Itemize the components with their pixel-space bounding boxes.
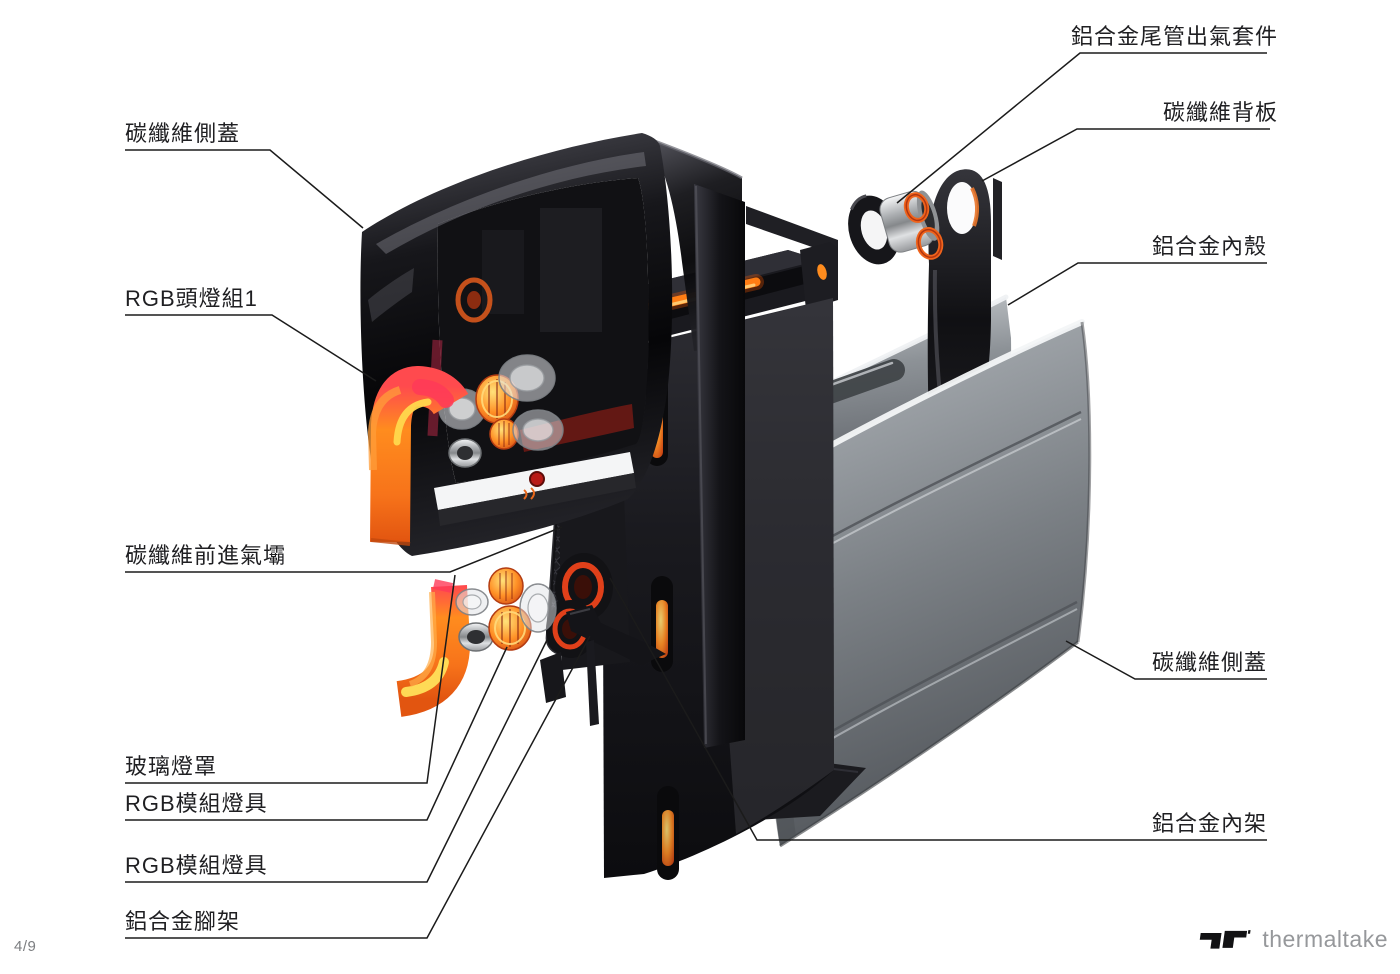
leader-front-intake-dam [125,526,563,573]
part-aluminum-kickstand [540,605,666,726]
label-rgb-module-light-2: RGB模組燈具 [125,853,268,878]
thermaltake-tt-icon [1200,930,1251,949]
leader-aluminum-kickstand [125,635,591,939]
label-aluminum-inner-shell: 鋁合金內殼 [1151,234,1267,259]
part-exhaust-tip-kit [848,190,944,265]
leader-side-cover-left [125,149,364,229]
brand-logo: thermaltake [1194,922,1388,956]
label-carbon-backplate: 碳纖維背板 [1162,100,1278,125]
part-glass-lenses-lower [455,567,557,652]
label-aluminum-inner-frame: 鋁合金內架 [1151,811,1267,836]
part-side-cover-left [360,133,745,748]
leader-rgb-module-light-1 [125,646,508,821]
leader-carbon-backplate [981,128,1270,182]
label-front-intake-dam: 碳纖維前進氣壩 [125,543,287,568]
leader-lines [125,52,1270,939]
leader-side-cover-right [1065,640,1267,680]
leader-rgb-module-light-2 [125,639,548,883]
brand-wordmark: thermaltake [1262,925,1388,952]
part-rgb-headlight-2 [395,579,470,717]
leader-aluminum-inner-frame [609,577,1267,841]
leader-glass-lamp-cover [125,574,456,784]
leader-aluminum-exhaust-tip-kit [896,52,1267,204]
page-number: 4/9 [14,938,37,955]
part-glass-lenses-upper [438,354,564,468]
part-rgb-headlight-1 [367,365,469,546]
label-rgb-headlight-group-1: RGB頭燈組1 [125,286,258,311]
label-glass-lamp-cover: 玻璃燈罩 [125,754,218,779]
label-rgb-module-light-1: RGB模組燈具 [125,791,268,816]
leader-rgb-headlight-group-1 [125,314,377,382]
label-aluminum-kickstand: 鋁合金腳架 [125,909,241,934]
label-aluminum-exhaust-tip-kit: 鋁合金尾管出氣套件 [1070,24,1278,49]
label-side-cover-right: 碳纖維側蓋 [1151,650,1267,675]
leader-aluminum-inner-shell [1007,262,1267,306]
part-lower-trim [434,452,636,526]
label-side-cover-left: 碳纖維側蓋 [125,121,241,146]
